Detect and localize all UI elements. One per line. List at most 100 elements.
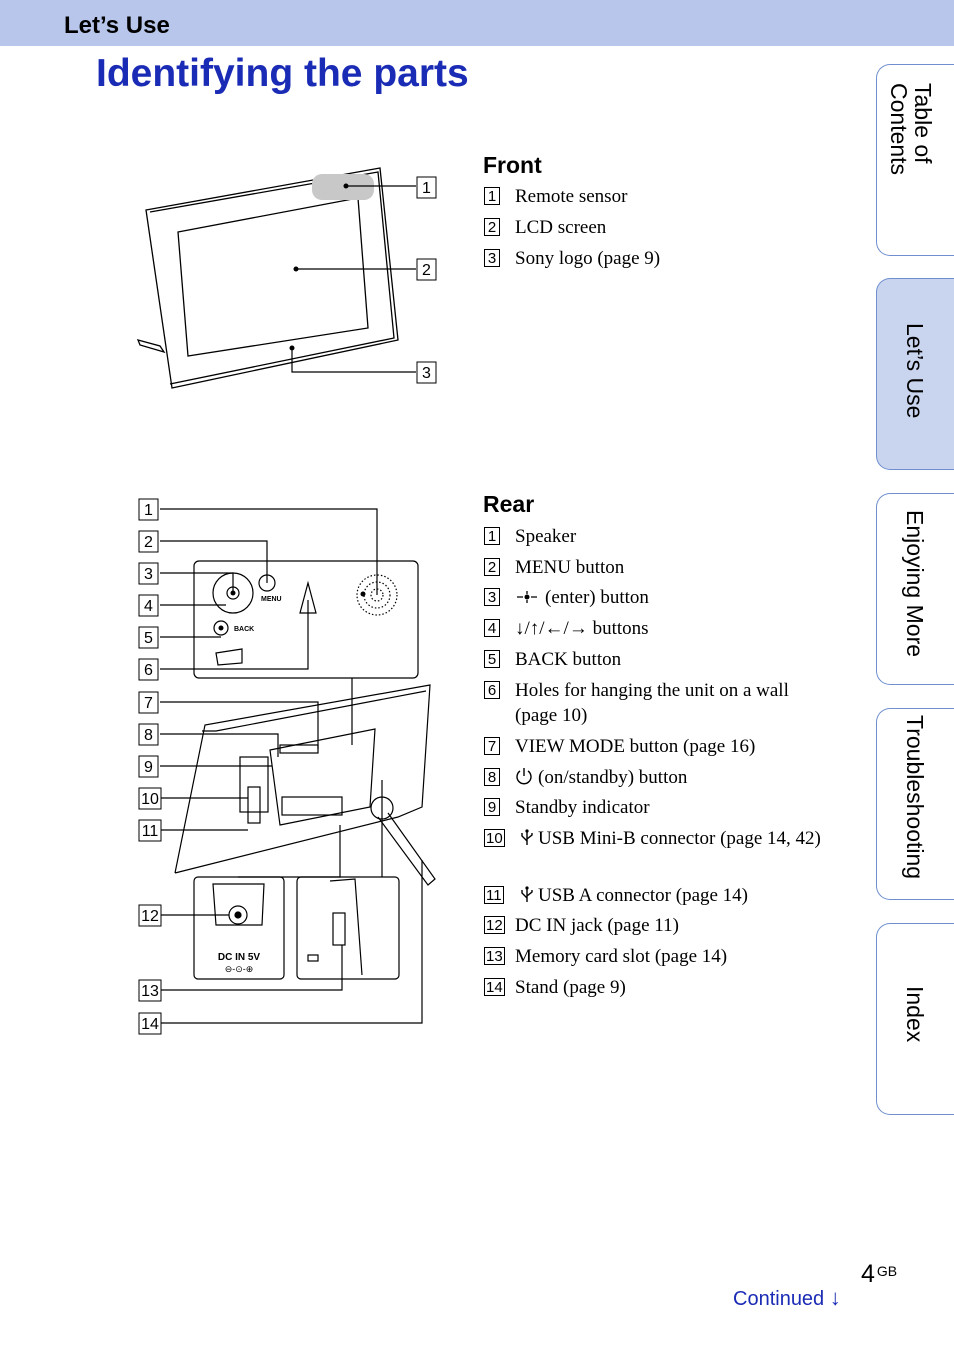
rear-callout-9: 9 (138, 755, 159, 778)
svg-text:4: 4 (144, 598, 153, 615)
item-label: Holes for hanging the unit on a wall (pa… (515, 680, 789, 726)
item-number: 8 (484, 768, 500, 786)
rear-callout-12: 12 (138, 904, 162, 927)
front-callout-2: 2 (416, 258, 437, 281)
item-label: USB Mini-B connector (page 14, 42) (538, 828, 821, 849)
list-item: 4↓/↑/←/→ buttons (484, 616, 824, 647)
item-label: DC IN jack (page 11) (515, 915, 679, 936)
item-label: VIEW MODE button (page 16) (515, 736, 756, 757)
tab-label: Index (902, 986, 928, 1043)
item-number: 2 (484, 558, 500, 576)
rear-callout-8: 8 (138, 723, 159, 746)
list-item: 1 Remote sensor (484, 184, 824, 215)
item-label: Speaker (515, 526, 577, 547)
item-number: 5 (484, 650, 500, 668)
list-item: 14 Stand (page 9) (484, 975, 824, 1006)
usb-icon (521, 829, 533, 845)
rear-callout-11: 11 (138, 819, 162, 842)
list-item: 2 LCD screen (484, 215, 824, 246)
svg-text:8: 8 (144, 727, 153, 744)
tab-index[interactable]: Index (876, 923, 954, 1115)
arrow-down-icon: ↓ (829, 1285, 841, 1310)
svg-text:12: 12 (141, 908, 159, 925)
tab-lets-use[interactable]: Let’s Use (876, 278, 954, 470)
item-number: 14 (484, 978, 505, 996)
item-label: MENU button (515, 557, 625, 578)
continued-link[interactable]: Continued ↓ (733, 1285, 841, 1311)
svg-text:7: 7 (144, 695, 153, 712)
rear-callout-13: 13 (138, 979, 162, 1002)
tab-enjoying-more[interactable]: Enjoying More (876, 493, 954, 685)
svg-text:2: 2 (422, 262, 431, 279)
list-item: 1 Speaker (484, 524, 824, 555)
item-label: Stand (page 9) (515, 977, 626, 998)
rear-section-title: Rear (483, 491, 535, 517)
rear-callout-10: 10 (138, 787, 162, 810)
item-label: (enter) button (545, 587, 649, 608)
dc-in-label: DC IN 5V (218, 952, 261, 963)
svg-text:3: 3 (144, 566, 153, 583)
tab-troubleshooting[interactable]: Troubleshooting (876, 708, 954, 900)
item-number: 13 (484, 947, 505, 965)
tab-label: Let’s Use (902, 323, 928, 419)
item-number: 4 (484, 619, 500, 637)
power-icon (516, 768, 532, 785)
svg-text:1: 1 (144, 502, 153, 519)
page-suffix: GB (876, 1263, 898, 1279)
list-item: 10 USB Mini-B connector (page 14, 42) (484, 826, 824, 883)
svg-text:2: 2 (144, 534, 153, 551)
menu-label: MENU (261, 596, 282, 603)
svg-text:14: 14 (141, 1016, 159, 1033)
list-item: 2 MENU button (484, 555, 824, 585)
item-label: Memory card slot (page 14) (515, 946, 728, 967)
item-number: 7 (484, 737, 500, 755)
list-item: 8 (on/standby) button (484, 765, 824, 795)
section-header-label: Let’s Use (64, 12, 170, 39)
rear-diagram: MENU BACK DC IN 5V ⊖-⊙-⊕ 123456789101112… (138, 498, 436, 1035)
svg-text:9: 9 (144, 759, 153, 776)
rear-callout-6: 6 (138, 658, 159, 681)
svg-text:1: 1 (422, 180, 431, 197)
item-number: 1 (484, 187, 500, 205)
list-item: 11 USB A connector (page 14) (484, 883, 824, 913)
side-tabs: Table of Contents Let’s Use Enjoying Mor… (876, 64, 954, 1116)
rear-callout-7: 7 (138, 691, 159, 714)
item-number: 6 (484, 681, 500, 699)
continued-label: Continued (733, 1288, 825, 1310)
svg-text:⊖-⊙-⊕: ⊖-⊙-⊕ (225, 964, 254, 974)
svg-text:5: 5 (144, 630, 153, 647)
item-label: Remote sensor (515, 186, 628, 207)
front-callout-1: 1 (416, 176, 437, 199)
enter-icon (517, 591, 537, 603)
tab-table-of-contents[interactable]: Table of Contents (876, 64, 954, 256)
list-item: 13 Memory card slot (page 14) (484, 944, 824, 975)
item-number: 2 (484, 218, 500, 236)
item-label: USB A connector (page 14) (538, 885, 749, 906)
rear-callout-5: 5 (138, 626, 159, 649)
front-section-title: Front (483, 152, 542, 178)
item-label: (on/standby) button (538, 767, 688, 788)
list-item: 7 VIEW MODE button (page 16) (484, 734, 824, 765)
tab-label: Enjoying More (902, 510, 928, 658)
back-label: BACK (234, 626, 254, 633)
rear-callout-4: 4 (138, 594, 159, 617)
item-label: LCD screen (515, 217, 607, 238)
item-number: 12 (484, 916, 505, 934)
front-diagram: 1 2 3 (136, 167, 437, 389)
section-header-band: Let’s Use (0, 0, 954, 46)
item-number: 1 (484, 527, 500, 545)
item-number: 11 (484, 886, 504, 904)
item-number: 3 (484, 249, 500, 267)
rear-callout-14: 14 (138, 1012, 162, 1035)
item-number: 10 (484, 829, 505, 847)
rear-callout-3: 3 (138, 562, 159, 585)
rear-callout-2: 2 (138, 530, 159, 553)
list-item: 12 DC IN jack (page 11) (484, 913, 824, 944)
list-item: 6 Holes for hanging the unit on a wall (p… (484, 678, 824, 734)
